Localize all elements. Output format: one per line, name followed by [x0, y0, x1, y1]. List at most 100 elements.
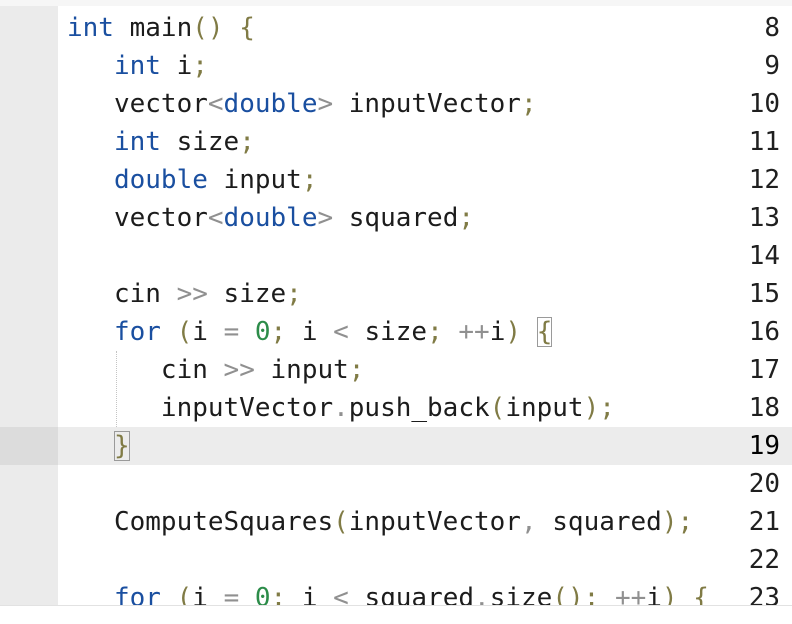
- code-token: size: [160, 127, 240, 157]
- code-line[interactable]: int size;: [67, 123, 255, 161]
- code-line[interactable]: ComputeSquares(inputVector, squared);: [67, 503, 693, 541]
- code-token: i: [160, 51, 193, 81]
- code-token: {: [239, 13, 255, 43]
- code-line[interactable]: cin >> input;: [67, 351, 365, 389]
- code-token: [67, 583, 114, 605]
- code-token: ;: [192, 51, 208, 81]
- code-token: ;: [270, 317, 287, 347]
- code-token: <: [207, 203, 224, 233]
- code-token: inputVector: [333, 89, 521, 119]
- code-token: [67, 51, 114, 81]
- code-token: =: [223, 583, 240, 605]
- code-token: ;: [348, 355, 365, 385]
- code-token: i: [286, 583, 334, 605]
- code-token: [239, 317, 255, 347]
- code-line[interactable]: inputVector.push_back(input);: [67, 389, 615, 427]
- code-token: >: [317, 89, 334, 119]
- code-token: (: [176, 317, 193, 347]
- code-token: double: [223, 203, 318, 233]
- code-token: [239, 583, 255, 605]
- code-token: (: [489, 393, 506, 423]
- code-token: int: [67, 13, 114, 43]
- code-line[interactable]: for (i = 0; i < squared.size(); ++i) {: [67, 579, 709, 605]
- code-token: ,: [520, 507, 537, 537]
- line-number: 13: [748, 203, 780, 233]
- code-token: ComputeSquares: [67, 507, 334, 537]
- editor-top-edge: [0, 0, 792, 6]
- code-line[interactable]: vector<double> squared;: [67, 199, 474, 237]
- code-line[interactable]: }: [67, 427, 130, 465]
- code-token: size: [489, 583, 553, 605]
- code-token: (: [176, 583, 193, 605]
- code-token: push_back: [348, 393, 490, 423]
- code-token: {: [536, 317, 553, 347]
- code-token: {: [693, 583, 709, 605]
- code-token: i: [192, 317, 224, 347]
- code-token: ;: [599, 393, 615, 423]
- line-number-gutter: [0, 6, 58, 605]
- code-token: [224, 13, 240, 43]
- code-token: size: [207, 279, 287, 309]
- code-line[interactable]: int main() {: [67, 9, 255, 47]
- line-number: 15: [748, 279, 780, 309]
- code-token: <: [207, 89, 224, 119]
- line-number: 20: [748, 469, 780, 499]
- code-token: int: [113, 127, 161, 157]
- code-token: int: [113, 51, 161, 81]
- code-token: [521, 317, 537, 347]
- code-token: 0: [254, 317, 271, 347]
- line-number: 8: [764, 13, 780, 43]
- code-token: input: [505, 393, 584, 423]
- code-token: i: [286, 317, 334, 347]
- code-token: i: [192, 583, 224, 605]
- code-token: ): [505, 317, 522, 347]
- code-token: inputVector: [348, 507, 521, 537]
- code-line[interactable]: double input;: [67, 161, 318, 199]
- code-token: =: [223, 317, 240, 347]
- code-token: [678, 583, 694, 605]
- code-token: ;: [427, 317, 443, 347]
- code-token: }: [113, 431, 130, 461]
- line-number: 16: [748, 317, 780, 347]
- editor-bottom-edge: [0, 605, 792, 624]
- code-token: vector: [67, 89, 208, 119]
- code-line[interactable]: for (i = 0; i < size; ++i) {: [67, 313, 553, 351]
- code-token: >>: [176, 279, 208, 309]
- line-number: 12: [748, 165, 780, 195]
- code-token: ): [661, 507, 678, 537]
- line-number: 11: [748, 127, 780, 157]
- code-token: >: [317, 203, 334, 233]
- code-token: ++: [458, 317, 490, 347]
- code-token: [599, 583, 615, 605]
- code-token: main: [113, 13, 193, 43]
- code-token: (: [333, 507, 349, 537]
- code-token: <: [333, 317, 349, 347]
- active-line-gutter-highlight: [0, 427, 58, 465]
- code-line[interactable]: cin >> size;: [67, 275, 302, 313]
- code-token: 0: [254, 583, 271, 605]
- code-line[interactable]: vector<double> inputVector;: [67, 85, 537, 123]
- code-token: double: [113, 165, 208, 195]
- code-token: squared: [333, 203, 459, 233]
- code-token: (): [552, 583, 584, 605]
- code-token: <: [333, 583, 349, 605]
- line-number: 23: [748, 583, 780, 605]
- code-token: ;: [583, 583, 600, 605]
- code-editor[interactable]: int main() { int i; vector<double> input…: [0, 0, 792, 605]
- code-token: .: [474, 583, 490, 605]
- line-number: 17: [748, 355, 780, 385]
- code-token: i: [646, 583, 662, 605]
- code-token: [67, 431, 114, 461]
- code-token: cin: [67, 355, 224, 385]
- code-token: [67, 317, 114, 347]
- code-line[interactable]: int i;: [67, 47, 208, 85]
- code-token: double: [223, 89, 318, 119]
- code-token: ++: [614, 583, 647, 605]
- code-token: .: [333, 393, 349, 423]
- code-token: [67, 127, 114, 157]
- code-token: [161, 317, 177, 347]
- code-token: input: [207, 165, 302, 195]
- active-line-highlight: [58, 427, 792, 465]
- code-token: for: [113, 317, 161, 347]
- code-token: cin: [67, 279, 177, 309]
